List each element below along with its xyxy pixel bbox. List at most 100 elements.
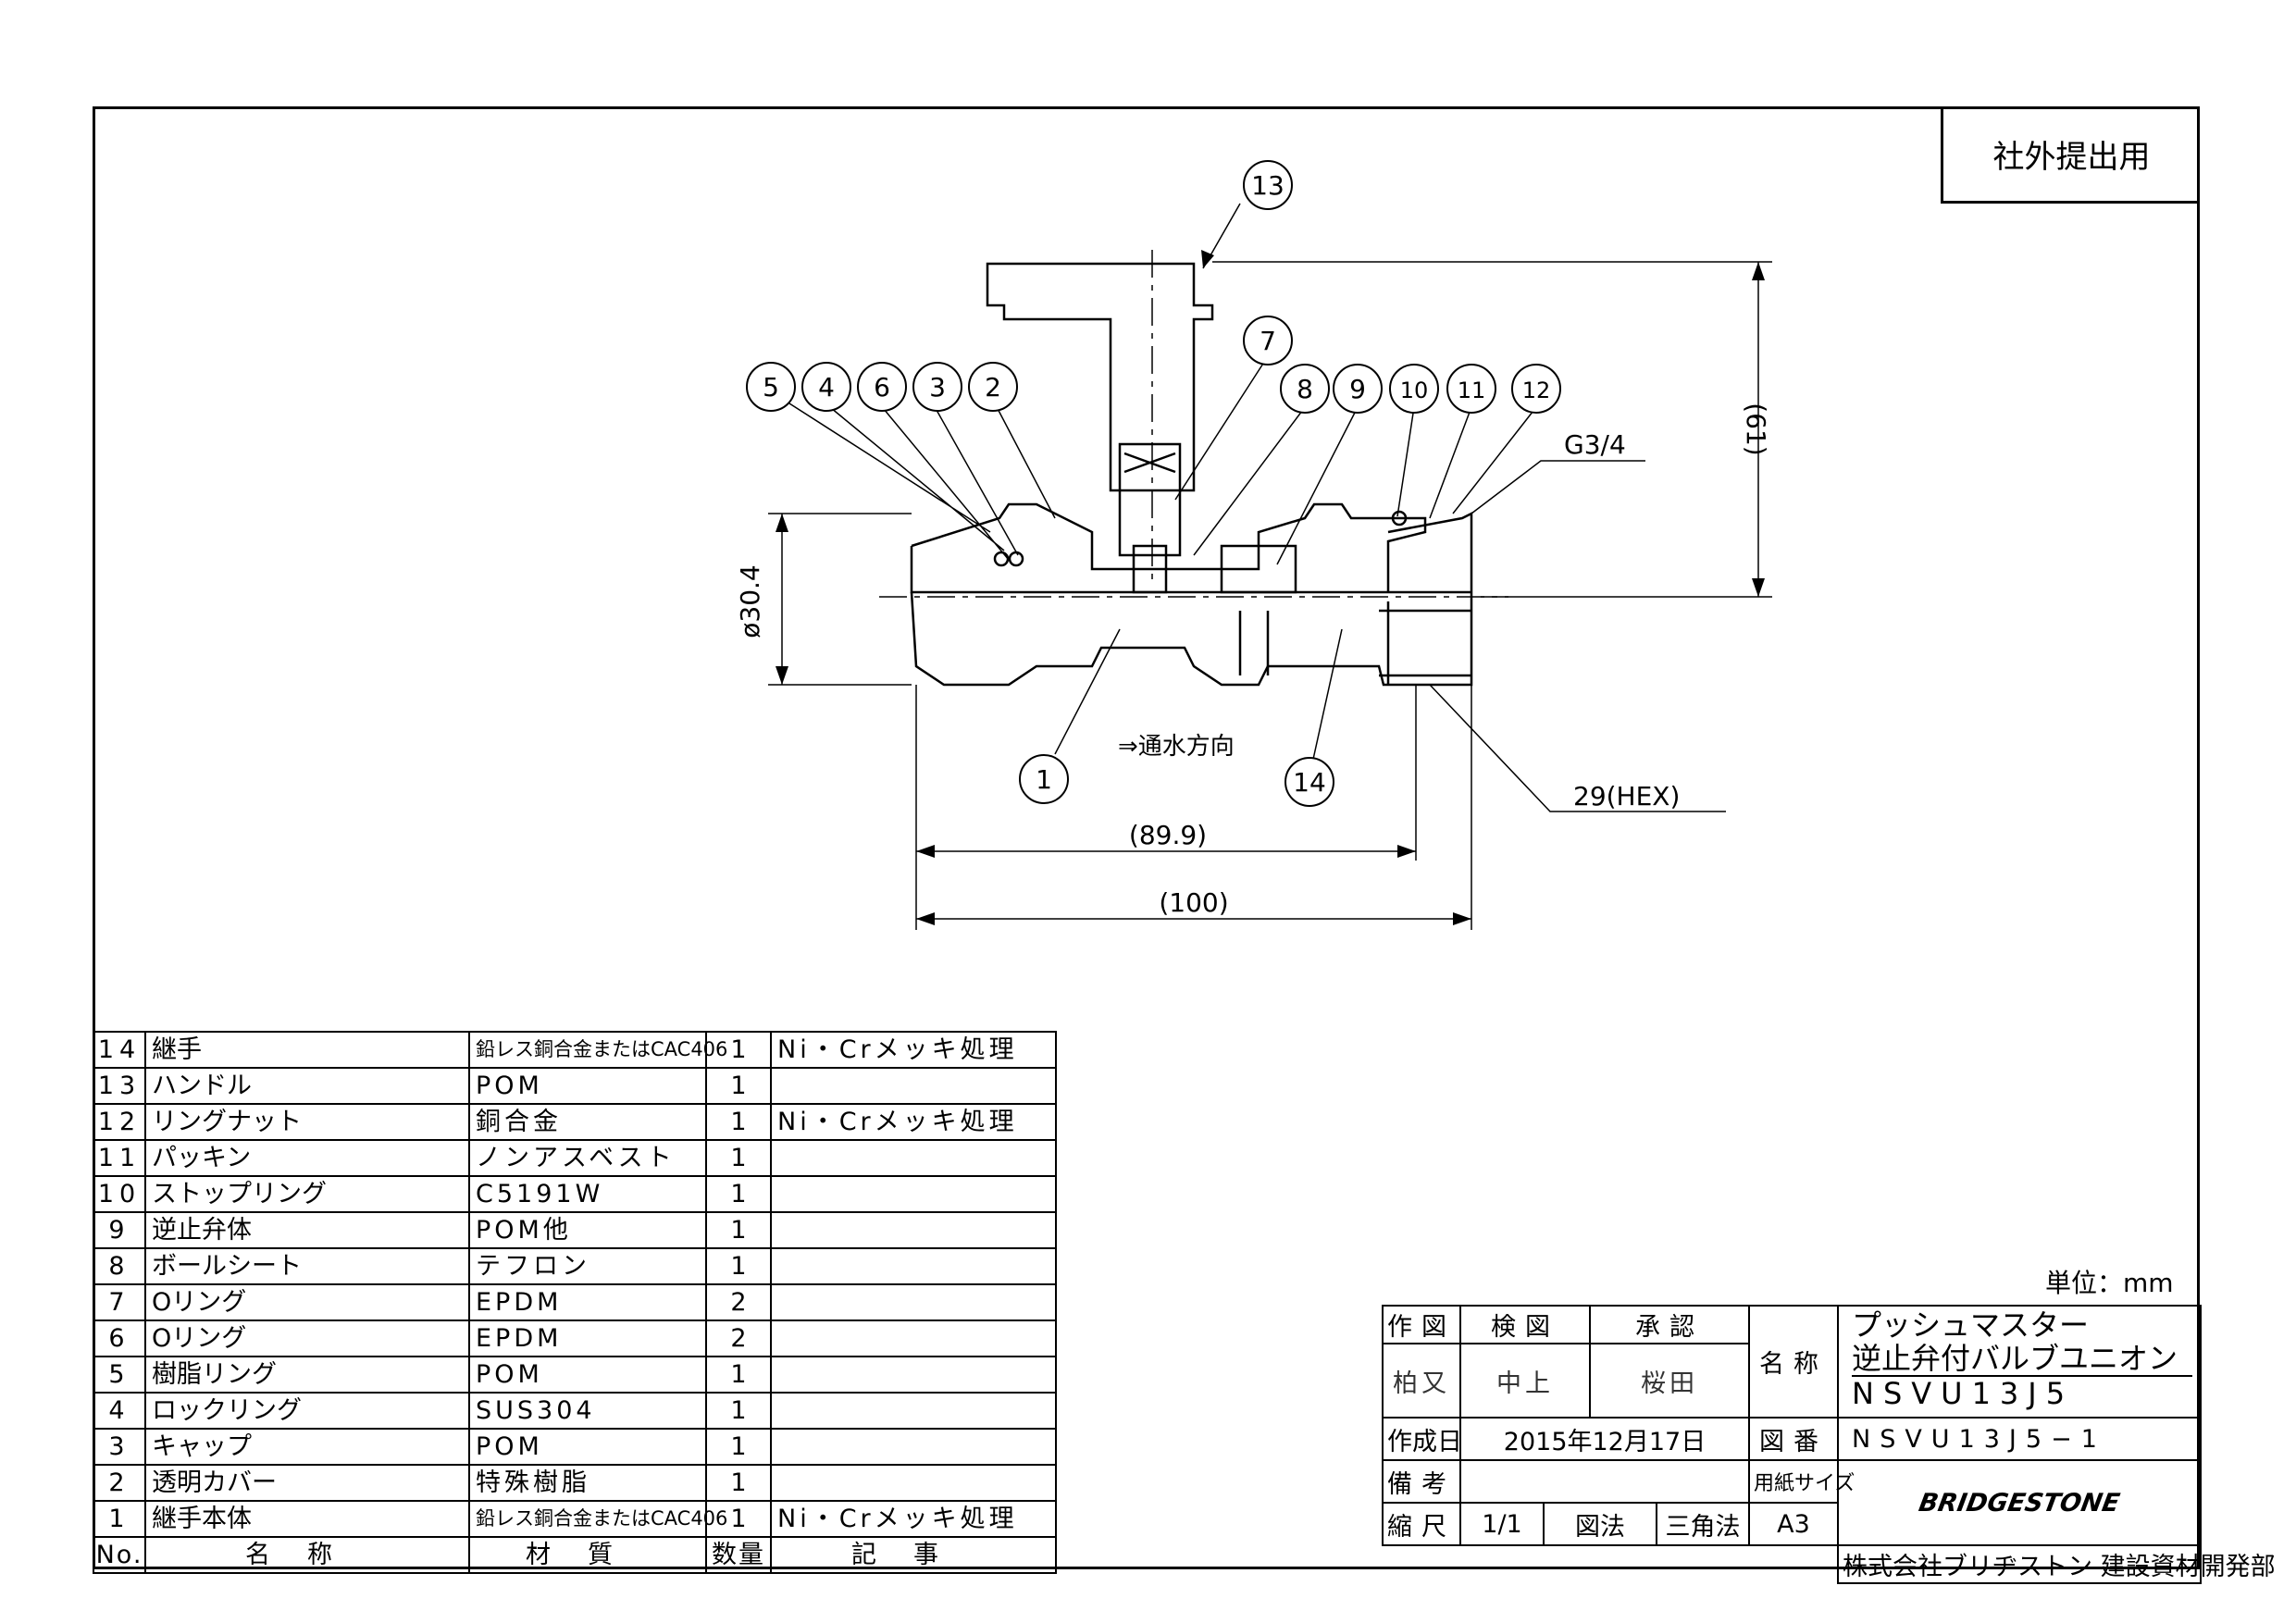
nut-upper: [1387, 511, 1473, 592]
date-value: 2015年12月17日: [1459, 1417, 1750, 1461]
balloon-11-text: 11: [1458, 378, 1486, 403]
stop-ring: [1391, 510, 1408, 527]
part-qty: 1: [705, 1356, 772, 1394]
paper-value: A3: [1748, 1502, 1839, 1546]
part-no: 4: [93, 1392, 146, 1430]
approved-by: 桜田: [1589, 1343, 1750, 1419]
spacer: [1383, 1545, 1838, 1583]
header-name: 名称: [144, 1536, 470, 1574]
arrow-d-bottom: [776, 666, 788, 685]
part-remark: [770, 1319, 1057, 1357]
part-material: POM他: [468, 1211, 707, 1249]
parts-header-row: No.名称材質数量記事: [93, 1536, 1057, 1574]
part-name: 継手: [144, 1031, 470, 1069]
hex-leader: [1429, 684, 1726, 812]
arrow-d-top: [776, 514, 788, 532]
balloon-10: [1389, 364, 1439, 414]
balloon-3-text: 3: [929, 372, 946, 403]
part-qty: 2: [705, 1283, 772, 1321]
check-valve-upper: [1220, 544, 1297, 594]
part-qty: 1: [705, 1500, 772, 1538]
balloon-10-text: 10: [1400, 378, 1429, 403]
balloon-14-text: 14: [1293, 767, 1326, 798]
part-remark: Ni・Crメッキ処理: [770, 1103, 1057, 1141]
part-no: 10: [93, 1175, 146, 1213]
o-ring-b: [1008, 551, 1024, 567]
o-ring-a: [993, 551, 1010, 567]
part-material: 銅合金: [468, 1103, 707, 1141]
dim-len1-text: (89.9): [1129, 820, 1207, 850]
dim-thread-text: G3/4: [1564, 429, 1626, 460]
part-material: EPDM: [468, 1319, 707, 1357]
dim-height-lines: [1212, 261, 1772, 598]
drawing-frame: [93, 106, 2200, 1569]
part-qty: 1: [705, 1211, 772, 1249]
part-remark: Ni・Crメッキ処理: [770, 1500, 1057, 1538]
dim-diameter-text: ø30.4: [735, 564, 765, 638]
part-qty: 1: [705, 1175, 772, 1213]
part-name: ロックリング: [144, 1392, 470, 1430]
part-no: 12: [93, 1103, 146, 1141]
arrow-13: [1201, 250, 1214, 268]
part-material: POM: [468, 1356, 707, 1394]
balloon-2-text: 2: [985, 372, 1001, 403]
balloon-4-text: 4: [818, 372, 835, 403]
balloon-14: [1285, 757, 1334, 807]
part-name: Oリング: [144, 1283, 470, 1321]
unit-label: 単位：mm: [2045, 1268, 2174, 1298]
balloon-1: [1019, 754, 1069, 804]
nut-lower: [1379, 601, 1471, 685]
arrow-l2-left: [916, 912, 935, 925]
checked-by: 中上: [1459, 1343, 1591, 1419]
part-name: キャップ: [144, 1428, 470, 1466]
part-name: 透明カバー: [144, 1464, 470, 1502]
leader-14: [1311, 628, 1343, 764]
part-material: POM: [468, 1428, 707, 1466]
company-name: 株式会社ブリヂストン 建設資材開発部: [1837, 1544, 2276, 1584]
date-label: 作成日: [1382, 1417, 1462, 1461]
leader-12: [1452, 406, 1537, 514]
part-no: 14: [93, 1031, 146, 1069]
part-qty: 1: [705, 1139, 772, 1177]
dim-height-text: (61): [1741, 403, 1771, 455]
product-name-line2: 逆止弁付バルブユニオン: [1852, 1342, 2193, 1377]
part-name: パッキン: [144, 1139, 470, 1177]
leaders-left: [788, 403, 1056, 561]
part-no: 7: [93, 1283, 146, 1321]
made-label: 作図: [1382, 1305, 1461, 1344]
leader-9: [1276, 406, 1359, 565]
arrow-l1-left: [916, 845, 935, 858]
product-model: NSVU13J5: [1852, 1376, 2075, 1411]
header-material: 材質: [468, 1536, 707, 1574]
part-material: 特殊樹脂: [468, 1464, 707, 1502]
part-no: 2: [93, 1464, 146, 1502]
part-name: Oリング: [144, 1319, 470, 1357]
part-remark: [770, 1211, 1057, 1249]
dim-len2-text: (100): [1159, 887, 1228, 918]
part-material: 鉛レス銅合金またはCAC406: [468, 1500, 727, 1538]
part-qty: 1: [705, 1464, 772, 1502]
balloon-8-text: 8: [1297, 374, 1313, 404]
arrow-l1-right: [1397, 845, 1416, 858]
part-no: 9: [93, 1211, 146, 1249]
arrow-h-top: [1752, 262, 1765, 280]
part-remark: [770, 1247, 1057, 1285]
dim-diameter-lines: [768, 513, 912, 686]
leader-11: [1429, 406, 1472, 519]
drawno-label: 図番: [1748, 1417, 1839, 1461]
balloon-5-text: 5: [763, 372, 779, 403]
part-qty: 1: [705, 1428, 772, 1466]
paper-label: 用紙サイズ: [1748, 1459, 1855, 1504]
part-qty: 2: [705, 1319, 772, 1357]
ball-seat-upper: [1132, 544, 1168, 594]
balloon-1-text: 1: [1036, 764, 1052, 795]
